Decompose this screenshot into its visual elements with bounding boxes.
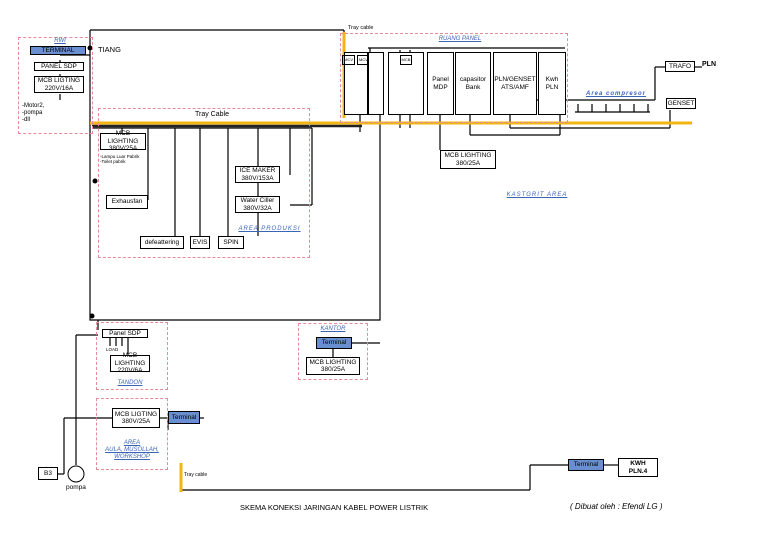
exhausfan-box: Exhausfan [106,195,148,209]
water-chiller-box: Water Ciller 380V/32A [235,196,280,213]
lampu-toilet-label: -Lampu Luar Pabrik -Toilet pabrik [100,154,140,164]
kantor-frame [298,323,368,380]
rwi-area-label: RWI [54,38,66,44]
evis-box: EVIS [190,236,210,249]
area-produksi-label: AREA PRODUKSI [238,226,301,232]
rwi-loads-label: -Motor2, -pompa -dll [22,103,45,123]
produksi-mcb-lighting: MCB LIGHTING 380V/25A [100,130,146,152]
rwi-area-frame [18,37,93,134]
kantor-area-label: KANTOR [320,326,346,332]
aula-mcb-lighting: MCB LIGTING 380V/25A [112,408,160,428]
pln-genset-ats: PLN/GENSET ATS/AMF [493,52,537,115]
aula-area-label: AREA AULA, MUSOLLAH, WORKSHOP [105,440,159,460]
spin-box: SPIN [218,236,244,249]
area-produksi-frame [98,108,310,258]
ruang-panel-frame [340,33,568,123]
ruang-panel-label: RUANG PANEL [438,36,482,42]
tandon-mcb-lighting: MCB LIGHTING 220V/6A [110,352,150,374]
aula-terminal: Terminal [168,411,200,424]
mcb-panel: MCB [388,52,424,115]
area-compresor-label: Area compresor [585,91,647,97]
kantor-terminal: Terminal [316,337,352,349]
pln-label: PLN [702,61,716,68]
kwh-pln4-box: KWH PLN.4 [618,458,658,477]
tray-cable-top-label: Tray cable [348,25,374,31]
aula-frame [96,398,168,470]
rwi-mcb-lighting: MCB LIGTING 220V/16A [34,76,84,93]
defeattering-box: defeattering [140,236,184,249]
bottom-tray-cable-label: Tray cable [184,472,208,478]
mcv-panel-2 [368,52,384,115]
kwh-pln: Kwh PLN [538,52,566,115]
b3-box: B3 [38,467,58,480]
diagram-title: SKEMA KONEKSI JARINGAN KABEL POWER LISTR… [240,503,429,512]
ice-maker-box: ICE MAKER 380V/153A [235,166,280,183]
rwi-terminal: TERMINAL [30,46,86,55]
kantor-mcb-lighting: MCB LIGHTING 380/25A [306,357,360,375]
panel-mcb-lighting: MCB LIGHTING 380/25A [440,150,496,169]
tandon-frame [96,322,168,390]
trafo-box: TRAFO [665,61,695,72]
tandon-panel-sdp: Panel SDP [102,329,148,338]
tandon-load-label: LOAD [106,347,119,352]
author-credit: ( Dibuat oleh : Efendi LG ) [570,502,663,511]
pompa-label: pompa [66,484,86,491]
bottom-terminal: Terminal [568,459,604,471]
rwi-panel-sdp: PANEL SDP [34,62,84,71]
produksi-tray-cable-label: Tray Cable [195,111,229,118]
capasitor-bank: capasitor Bank [455,52,491,115]
tandon-area-label: TANDON [117,380,143,386]
genset-box: GENSET [666,98,696,109]
panel-mdp: Panel MDP [427,52,454,115]
tiang-label: TIANG [98,45,121,54]
kastgrit-area-label: KASTGRIT AREA [506,192,568,198]
